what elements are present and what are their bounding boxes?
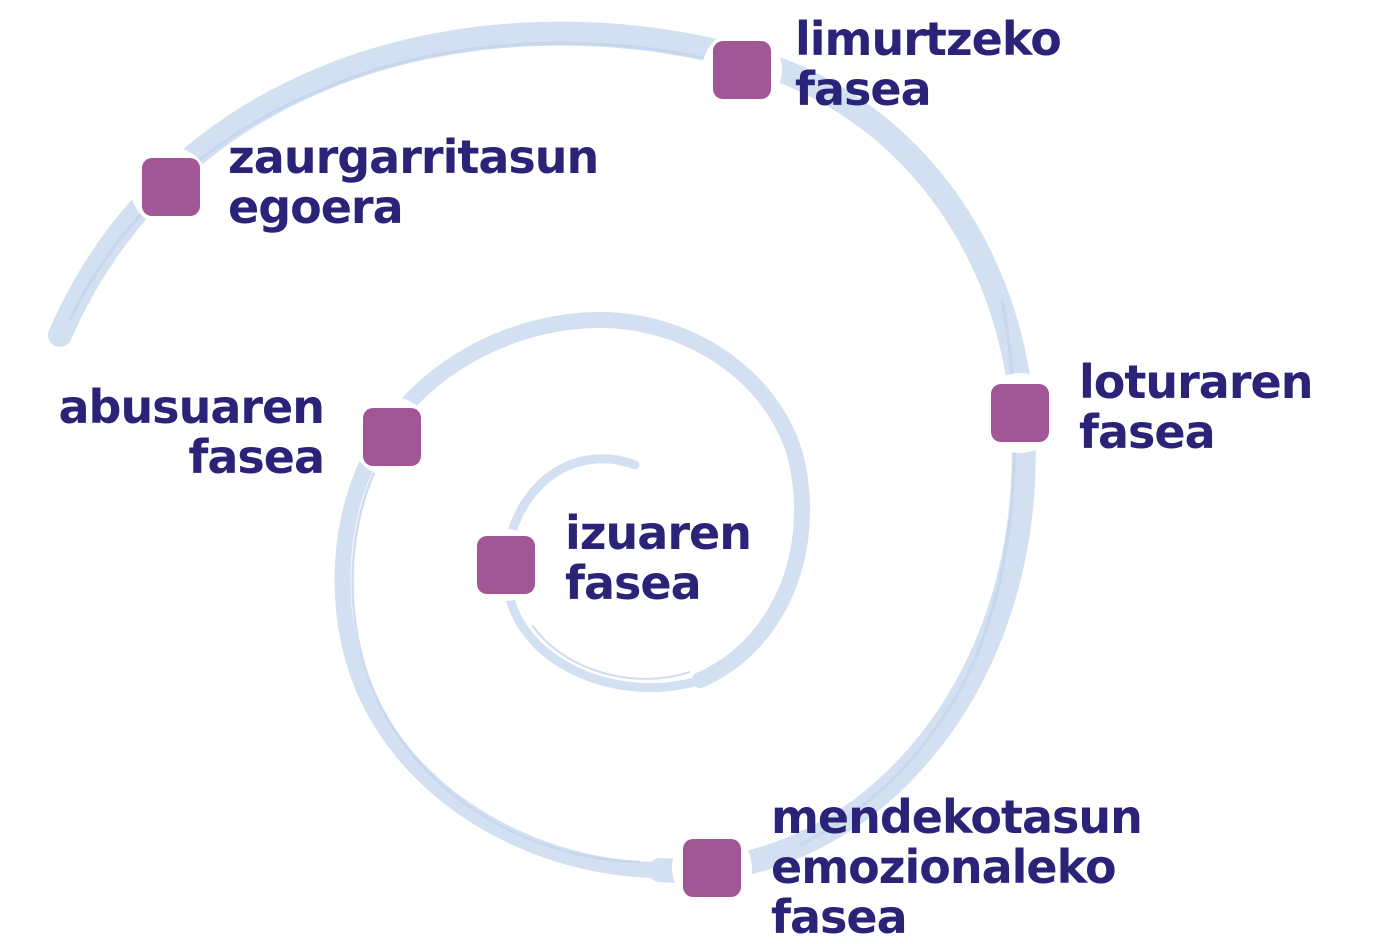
phase-marker-loturaren	[991, 384, 1049, 442]
phase-label-line: zaurgarritasun	[228, 130, 599, 184]
phase-label-line: fasea	[771, 890, 908, 944]
spiral-outer-arc-texture-2	[799, 299, 1017, 847]
phase-label-line: limurtzeko	[795, 12, 1062, 66]
phase-marker-izuaren	[477, 536, 535, 594]
phase-label-loturaren: loturaren fasea	[1079, 355, 1313, 459]
phase-label-line: loturaren	[1079, 355, 1313, 409]
spiral-middle-arc	[334, 311, 811, 878]
phase-marker-mendekotasun	[683, 839, 741, 897]
phase-label-izuaren: izuaren fasea	[565, 506, 752, 610]
phase-label-line: abusuaren	[58, 380, 325, 434]
spiral-diagram	[48, 21, 1049, 897]
phase-label-line: mendekotasun	[771, 790, 1143, 844]
spiral-inner-arc-texture	[531, 624, 691, 680]
phase-label-abusuaren: abusuaren fasea	[0, 380, 325, 484]
phase-label-line: fasea	[188, 430, 325, 484]
phase-label-line: emozionaleko	[771, 840, 1117, 894]
phase-marker-limurtzeko	[713, 41, 771, 99]
spiral-middle-arc-texture	[351, 445, 641, 864]
phase-label-line: fasea	[1079, 405, 1216, 459]
phase-label-mendekotasun: mendekotasun emozionaleko fasea	[771, 790, 1143, 944]
spiral-outer-arc-texture	[68, 41, 776, 321]
phase-label-line: izuaren	[565, 506, 752, 560]
phase-marker-zaurgarritasun	[142, 158, 200, 216]
phase-label-line: fasea	[795, 62, 932, 116]
phase-label-line: egoera	[228, 180, 404, 234]
phase-label-line: fasea	[565, 556, 702, 610]
phase-marker-abusuaren	[363, 408, 421, 466]
spiral-outer-arc	[48, 21, 1036, 883]
phase-label-limurtzeko: limurtzeko fasea	[795, 12, 1062, 116]
phase-label-zaurgarritasun: zaurgarritasun egoera	[228, 130, 599, 234]
